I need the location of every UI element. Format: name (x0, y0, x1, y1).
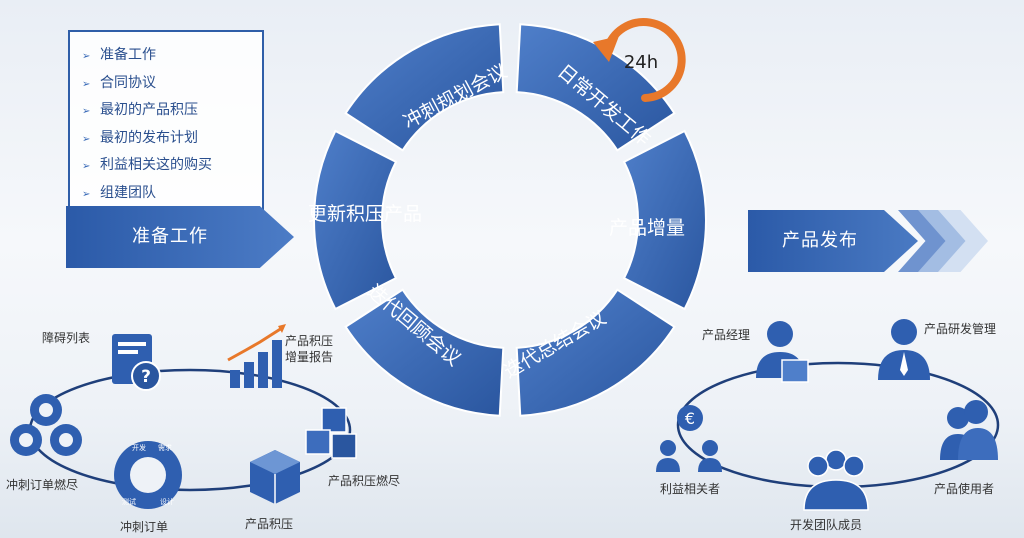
cycle-segment (515, 288, 676, 417)
release-banner: 产品发布 (748, 210, 918, 272)
cycle-segment (622, 129, 707, 311)
list-item: ➢组建团队 (82, 180, 262, 208)
bar-chart-icon (227, 324, 286, 388)
artifacts-diagram: ? 开发 需求 设计 测试 (10, 324, 357, 509)
stakeholders-icon: € (656, 405, 722, 472)
svg-text:?: ? (141, 367, 151, 387)
roles-diagram: € (656, 319, 1000, 511)
artifact-label-impediment-list: 障碍列表 (42, 331, 91, 345)
cycle-segment-label: 更新积压产品 (308, 203, 422, 225)
list-item: ➢准备工作 (82, 42, 262, 70)
artifact-label-product-backlog: 产品积压 (245, 517, 294, 531)
sprint-wheel-icon: 开发 需求 设计 测试 (114, 441, 182, 509)
triangle-bullet-icon: ➢ (82, 51, 91, 62)
triangle-bullet-icon: ➢ (82, 106, 91, 117)
sprint-cycle-diagram: 冲刺规划会议 日常开发工作 产品增量 迭代总结会议 迭代回顾会议 更新积压产品 (308, 23, 707, 417)
artifact-label-sprint-burndown: 冲刺订单燃尽 (6, 478, 79, 492)
triangle-bullet-icon: ➢ (82, 161, 91, 172)
role-label-product-manager: 产品经理 (702, 328, 751, 342)
timer-label: 24h (624, 52, 658, 73)
wheel-label: 开发 (132, 443, 146, 452)
triangle-bullet-icon: ➢ (82, 133, 91, 145)
list-item: ➢最初的产品积压 (82, 97, 262, 125)
daily-cycle-arrow-icon: 24h (593, 18, 686, 102)
impediment-list-icon: ? (112, 334, 161, 391)
artifact-label-sprint-backlog: 冲刺订单 (120, 520, 169, 534)
cycle-segment (313, 129, 398, 311)
cycle-segment (344, 23, 505, 152)
wheel-label: 需求 (158, 443, 172, 452)
cycle-ring (313, 23, 707, 417)
wheel-label: 设计 (160, 497, 174, 506)
role-label-stakeholders: 利益相关者 (660, 482, 721, 496)
preparation-list-box: ➢准备工作 ➢合同协议 ➢最初的产品积压 ➢最初的发布计划 ➢利益相关这的购买 … (68, 30, 264, 216)
artifact-label-increment-report: 产品积压增量报告 (285, 334, 334, 364)
list-item: ➢利益相关这的购买 (82, 152, 262, 180)
cycle-segment (344, 288, 505, 417)
wheel-label: 测试 (122, 497, 136, 506)
cycle-segment (515, 23, 676, 152)
users-icon (940, 400, 998, 460)
svg-text:€: € (685, 409, 695, 428)
triangle-bullet-icon: ➢ (82, 78, 91, 90)
preparation-list: ➢准备工作 ➢合同协议 ➢最初的产品积压 ➢最初的发布计划 ➢利益相关这的购买 … (70, 32, 262, 207)
cube-icon (250, 450, 300, 504)
gears-icon (10, 394, 82, 456)
preparation-banner: 准备工作 (66, 206, 294, 268)
product-manager-icon (756, 321, 809, 383)
role-label-rd-management: 产品研发管理 (924, 322, 997, 336)
manager-icon (878, 319, 930, 380)
role-label-team-members: 开发团队成员 (790, 518, 863, 532)
cubes-icon (305, 407, 357, 459)
team-icon (803, 449, 869, 511)
list-item: ➢最初的发布计划 (82, 125, 262, 153)
list-item: ➢合同协议 (82, 70, 262, 98)
artifact-label-backlog-burndown: 产品积压燃尽 (328, 474, 401, 488)
cycle-segment-label: 产品增量 (609, 217, 685, 239)
triangle-bullet-icon: ➢ (82, 188, 91, 200)
role-label-users: 产品使用者 (934, 482, 995, 496)
